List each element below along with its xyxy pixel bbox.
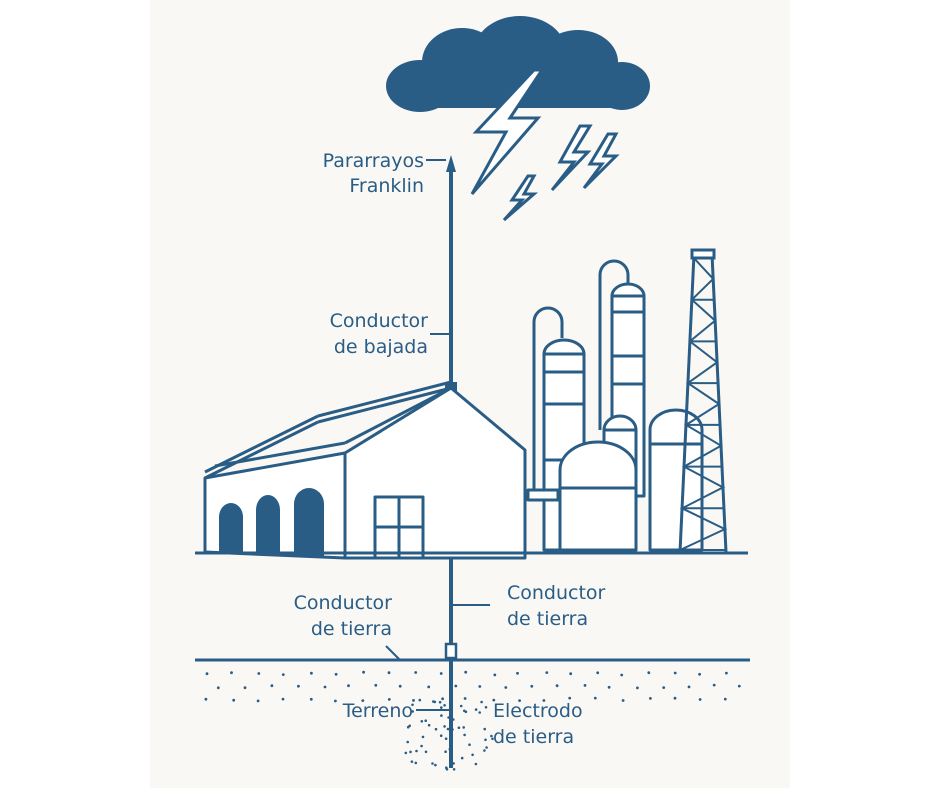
label-ground-conductor-left: Conductor de tierra (294, 592, 393, 640)
label-ground-electrode: Electrodo de tierra (493, 700, 583, 748)
label-ground-conductor-left-line-2: de tierra (311, 618, 392, 640)
label-ground-conductor-right-line-1: Conductor (507, 582, 606, 604)
warehouse-arches (219, 488, 324, 557)
paper-background (150, 0, 790, 788)
label-lightning-rod-line-2: Franklin (349, 175, 424, 197)
label-down-conductor-line-2: de bajada (334, 336, 428, 358)
leader-lines (385, 159, 490, 711)
label-ground-conductor-right-line-2: de tierra (507, 608, 588, 630)
refinery-plant (526, 259, 704, 552)
label-ground-conductor-left-line-1: Conductor (294, 592, 393, 614)
label-lightning-rod-line-1: Pararrayos (323, 150, 424, 172)
label-ground-conductor-right: Conductor de tierra (507, 582, 606, 630)
lightning-bolt-icon (470, 68, 620, 222)
soil-texture (204, 670, 741, 771)
label-down-conductor: Conductor de bajada (330, 310, 429, 358)
label-terrain: Terreno (342, 700, 413, 722)
derrick-tower (678, 248, 728, 553)
label-lightning-rod: Pararrayos Franklin (323, 150, 424, 197)
label-ground-electrode-line-1: Electrodo (493, 700, 583, 722)
label-down-conductor-line-1: Conductor (330, 310, 429, 332)
label-ground-electrode-line-2: de tierra (493, 726, 574, 748)
